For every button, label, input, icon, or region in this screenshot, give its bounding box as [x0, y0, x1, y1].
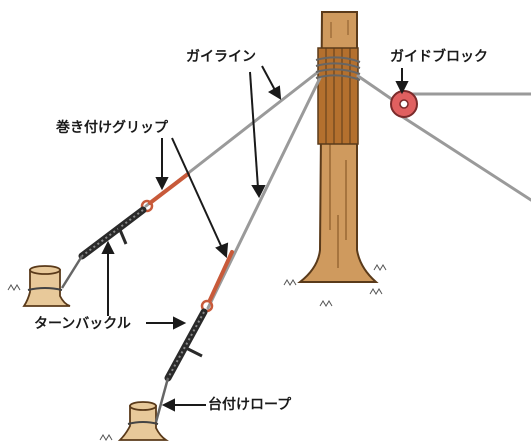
grass-tufts	[7, 264, 387, 441]
callout-arrows	[101, 65, 409, 412]
guide-block-pulley	[390, 90, 418, 118]
turnbuckle-lower	[164, 308, 208, 382]
anchor-stump-lower	[117, 377, 170, 441]
guy-line-label: ガイライン	[186, 49, 256, 65]
wrap-grip-lower	[200, 250, 234, 313]
turnbuckle-upper	[78, 206, 147, 260]
turnbuckle-label: ターンバックル	[34, 316, 131, 332]
anchor-rope-label: 台付けロープ	[208, 397, 292, 413]
wrap-grip-label: 巻き付けグリップ	[56, 120, 168, 136]
rope-wrap-around-trunk	[315, 56, 361, 81]
anchor-stump-upper	[22, 255, 84, 307]
wrap-grip-upper	[140, 172, 190, 213]
guide-block-label: ガイドブロック	[390, 49, 488, 65]
bark-protector-wrap	[317, 47, 359, 145]
